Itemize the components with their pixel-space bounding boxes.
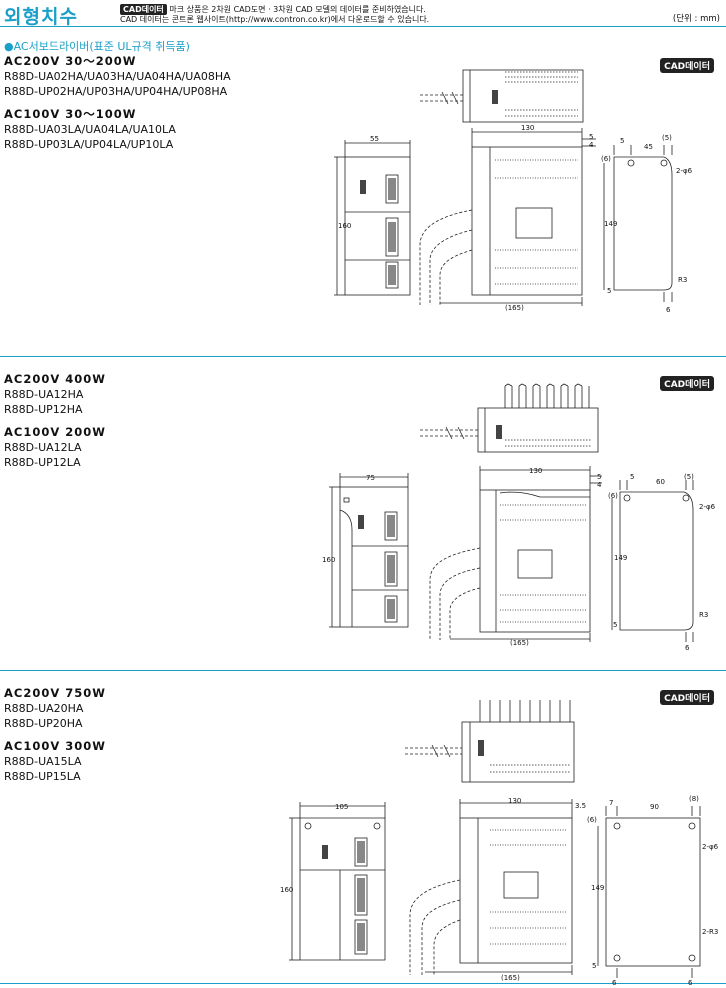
cad-data-link-3[interactable]: CAD데이터 — [660, 690, 714, 705]
svg-text:160: 160 — [280, 886, 293, 894]
svg-text:45: 45 — [644, 143, 653, 151]
svg-text:130: 130 — [521, 124, 534, 132]
unit-label: (단위 : mm) — [672, 14, 720, 24]
svg-text:130: 130 — [529, 467, 542, 475]
svg-text:(165): (165) — [510, 639, 529, 647]
svg-text:6: 6 — [685, 644, 690, 652]
spec-block-1: AC200V 30～200W R88D-UA02HA/UA03HA/UA04HA… — [4, 54, 231, 151]
svg-text:2-φ6: 2-φ6 — [676, 167, 693, 175]
svg-text:149: 149 — [591, 884, 604, 892]
svg-text:2-φ6: 2-φ6 — [699, 503, 716, 511]
svg-text:5: 5 — [620, 137, 624, 145]
svg-text:6: 6 — [666, 306, 671, 314]
drawing-2-front-view — [329, 473, 409, 628]
spec-block-3: AC200V 750W R88D-UA20HA R88D-UP20HA AC10… — [4, 686, 106, 783]
drawing-1-front-view — [334, 140, 411, 296]
svg-text:(5): (5) — [662, 134, 672, 142]
svg-text:160: 160 — [338, 222, 351, 230]
svg-text:2-R3: 2-R3 — [702, 928, 718, 936]
svg-text:(6): (6) — [601, 155, 611, 163]
drawing-1-top-view — [420, 69, 584, 123]
svg-text:90: 90 — [650, 803, 659, 811]
spec-block-2: AC200V 400W R88D-UA12HA R88D-UP12HA AC10… — [4, 372, 106, 469]
drawing-3-mounting-view — [597, 806, 701, 978]
svg-text:160: 160 — [322, 556, 335, 564]
cad-data-link-1[interactable]: CAD데이터 — [660, 58, 714, 73]
svg-text:5: 5 — [597, 473, 601, 481]
svg-text:5: 5 — [630, 473, 634, 481]
drawing-2-top-view — [420, 383, 599, 453]
svg-text:149: 149 — [604, 220, 617, 228]
svg-text:5: 5 — [613, 621, 617, 629]
section-divider-2 — [0, 670, 726, 671]
cad-badge: CAD데이터 — [120, 4, 167, 15]
svg-text:(8): (8) — [689, 795, 699, 803]
header-divider — [0, 26, 726, 27]
cad-data-link-2[interactable]: CAD데이터 — [660, 376, 714, 391]
drawing-2-side-view — [429, 466, 602, 642]
svg-text:75: 75 — [366, 474, 375, 482]
svg-text:(6): (6) — [608, 492, 618, 500]
svg-text:55: 55 — [370, 135, 379, 143]
drawing-3-top-view — [405, 700, 575, 783]
svg-text:105: 105 — [335, 803, 348, 811]
section-subtitle: ●AC서보드라이버(표준 UL규격 취득품) — [4, 40, 190, 53]
svg-text:130: 130 — [508, 797, 521, 805]
svg-text:5: 5 — [592, 962, 596, 970]
svg-text:5: 5 — [589, 133, 593, 141]
svg-text:60: 60 — [656, 478, 665, 486]
page-header: 외형치수 CAD데이터 마크 상품은 2차원 CAD도면 · 3차원 CAD 모… — [0, 0, 726, 28]
svg-text:(6): (6) — [587, 816, 597, 824]
svg-text:6: 6 — [612, 979, 617, 987]
svg-text:5: 5 — [607, 287, 611, 295]
drawing-2-mounting-view — [611, 480, 694, 642]
page-title: 외형치수 — [4, 6, 78, 28]
svg-text:2-φ6: 2-φ6 — [702, 843, 719, 851]
drawing-3-side-view — [409, 799, 573, 975]
section-divider-1 — [0, 356, 726, 357]
svg-text:(165): (165) — [505, 304, 524, 312]
svg-text:3.5: 3.5 — [575, 802, 586, 810]
svg-text:(5): (5) — [684, 473, 694, 481]
svg-text:4: 4 — [589, 141, 594, 149]
footer-divider — [0, 983, 726, 984]
svg-text:R3: R3 — [699, 611, 708, 619]
svg-text:7: 7 — [609, 799, 613, 807]
drawing-3-front-view — [289, 802, 386, 961]
cad-notice: CAD데이터 마크 상품은 2차원 CAD도면 · 3차원 CAD 모델의 데이… — [120, 4, 430, 24]
svg-text:R3: R3 — [678, 276, 687, 284]
drawing-1-mounting-view — [603, 145, 673, 302]
svg-text:(165): (165) — [501, 974, 520, 982]
svg-text:4: 4 — [597, 481, 602, 489]
drawing-1-side-view — [419, 128, 596, 306]
svg-text:149: 149 — [614, 554, 627, 562]
dimension-labels: 55 160 130 5 4 (165) 5 45 (5) (6) 2-φ6 1… — [280, 124, 719, 987]
svg-text:6: 6 — [688, 979, 693, 987]
